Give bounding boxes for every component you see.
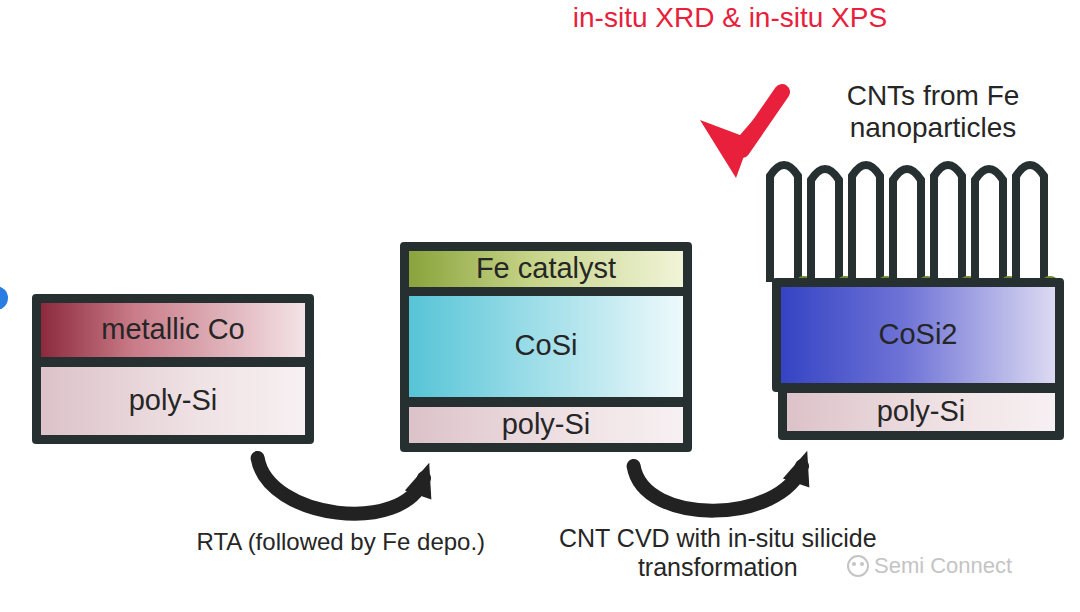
silicide-layer: CoSi <box>400 286 692 406</box>
silicon-layer: poly-Si <box>778 384 1064 440</box>
silicon-layer: poly-Si <box>32 358 314 444</box>
metal-layer: metallic Co <box>32 294 314 366</box>
cnt-note: CNTs from Fe nanoparticles <box>808 80 1058 144</box>
layer-label: poly-Si <box>502 409 591 441</box>
step-label: RTA (followed by Fe depo.) <box>176 528 506 556</box>
step-label: CNT CVD with in-situ silicide transforma… <box>553 524 883 582</box>
watermark: Semi Connect <box>874 553 1064 578</box>
layer-label: poly-Si <box>129 385 218 417</box>
red-arrow <box>700 92 782 178</box>
silicide-layer: CoSi2 <box>772 278 1064 392</box>
measurement-note: in-situ XRD & in-situ XPS <box>520 2 940 34</box>
process-arrow <box>634 466 802 511</box>
layer-label: CoSi2 <box>879 319 958 351</box>
layer-label: CoSi <box>515 330 578 362</box>
silicon-layer: poly-Si <box>400 398 692 452</box>
catalyst-layer: Fe catalyst <box>400 242 692 296</box>
edge-dot <box>0 286 8 310</box>
watermark-icon <box>848 556 868 576</box>
carbon-nanotubes <box>770 165 1057 284</box>
process-arrow <box>258 458 424 514</box>
layer-label: poly-Si <box>877 396 966 428</box>
layer-label: Fe catalyst <box>476 253 616 285</box>
layer-label: metallic Co <box>101 314 244 346</box>
